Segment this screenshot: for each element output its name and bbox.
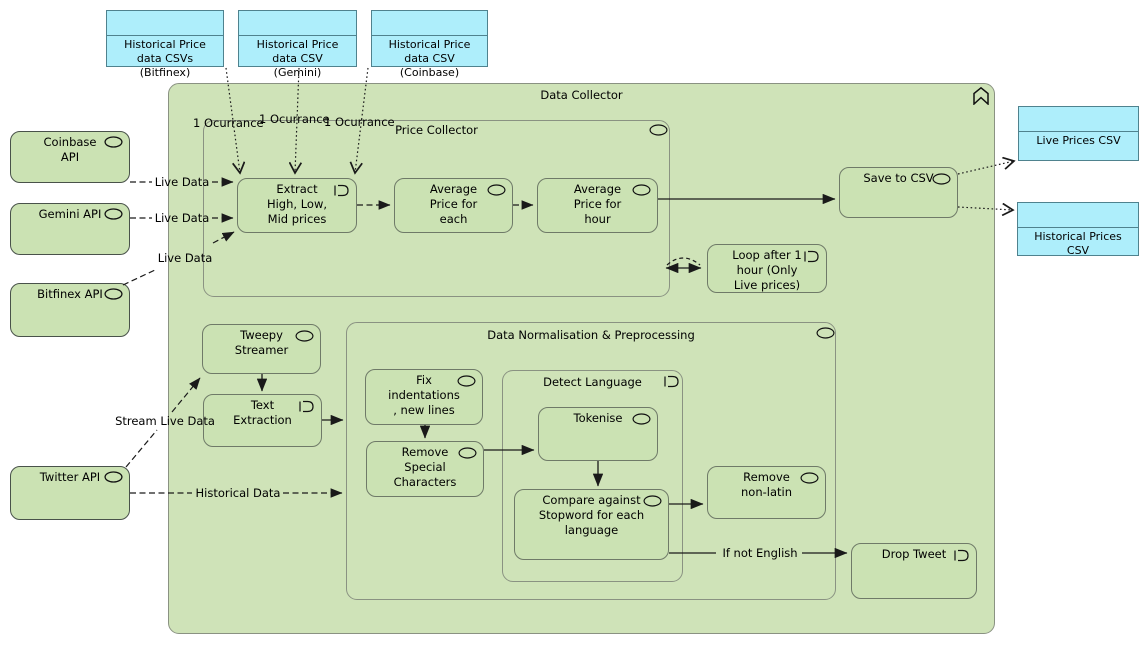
interaction-icon xyxy=(954,549,969,562)
service-icon xyxy=(800,472,819,484)
service-icon xyxy=(487,184,506,196)
artifact-bitfinex-csv[interactable]: Historical Price data CSVs (Bitfinex) xyxy=(106,10,224,79)
node-label: Gemini API xyxy=(38,207,102,221)
interaction-icon xyxy=(664,375,679,388)
node-label: Text Extraction xyxy=(233,398,292,427)
node-label: Tweepy Streamer xyxy=(234,328,289,357)
interaction-icon xyxy=(299,400,314,413)
node-label: Drop Tweet xyxy=(881,547,947,561)
artifact-band xyxy=(1019,121,1138,132)
artifact-band xyxy=(239,25,356,36)
node-bitfinex-api[interactable]: Bitfinex API xyxy=(10,283,130,337)
artifact-band xyxy=(107,25,223,36)
service-icon xyxy=(632,184,651,196)
node-label: Tokenise xyxy=(573,411,623,425)
artifact-historical-prices-csv[interactable]: Historical Prices CSV xyxy=(1017,202,1139,257)
edge-label-historical-data: Historical Data xyxy=(195,486,281,500)
artifact-label: Historical Price data CSV (Coinbase) xyxy=(388,38,471,79)
node-label: Compare against Stopword for each langua… xyxy=(538,493,645,537)
node-label: Average Price for each xyxy=(429,182,478,226)
node-label: Average Price for hour xyxy=(573,182,622,226)
edge-label-occurrence-1: 1 Ocurrance xyxy=(193,116,264,130)
node-label: Bitfinex API xyxy=(37,287,103,301)
node-label: Loop after 1 hour (Only Live prices) xyxy=(732,248,802,292)
interaction-icon xyxy=(334,184,349,197)
edge-label-occurrence-3: 1 Ocurrance xyxy=(324,115,395,129)
node-remove-non-latin[interactable]: Remove non-latin xyxy=(707,466,826,519)
node-drop-tweet[interactable]: Drop Tweet xyxy=(851,543,977,599)
artifact-label: Historical Price data CSVs (Bitfinex) xyxy=(124,38,206,79)
service-icon xyxy=(643,495,662,507)
node-fix-indentations[interactable]: Fix indentations , new lines xyxy=(365,369,483,425)
artifact-label: Historical Prices CSV xyxy=(1034,230,1122,257)
edge-label-occurrence-2: 1 Ocurrance xyxy=(259,112,330,126)
service-icon xyxy=(458,447,477,459)
artifact-gemini-csv[interactable]: Historical Price data CSV (Gemini) xyxy=(238,10,357,79)
service-icon xyxy=(932,173,951,185)
node-coinbase-api[interactable]: Coinbase API xyxy=(10,131,130,183)
service-icon xyxy=(104,288,123,300)
node-gemini-api[interactable]: Gemini API xyxy=(10,203,130,255)
node-tweepy-streamer[interactable]: Tweepy Streamer xyxy=(202,324,321,374)
edge-label-if-not-english: If not English xyxy=(722,546,798,560)
node-label: Remove non-latin xyxy=(741,470,792,499)
edge-label-live-data-bitfinex: Live Data xyxy=(157,251,213,265)
artifact-band xyxy=(372,25,487,36)
artifact-live-prices-csv[interactable]: Live Prices CSV xyxy=(1018,106,1139,161)
node-average-price-each[interactable]: Average Price for each xyxy=(394,178,513,233)
node-label: Remove Special Characters xyxy=(393,445,457,489)
node-label: Twitter API xyxy=(39,470,101,484)
node-text-extraction[interactable]: Text Extraction xyxy=(203,394,322,447)
service-icon xyxy=(295,330,314,342)
node-compare-stopword[interactable]: Compare against Stopword for each langua… xyxy=(514,489,669,560)
node-remove-special-characters[interactable]: Remove Special Characters xyxy=(366,441,484,497)
node-save-to-csv[interactable]: Save to CSV xyxy=(839,167,958,218)
service-icon xyxy=(104,208,123,220)
service-icon xyxy=(457,375,476,387)
service-icon xyxy=(104,471,123,483)
edge-label-live-data-gemini: Live Data xyxy=(154,211,210,225)
edge-label-stream-live-data: Stream Live Data xyxy=(115,414,215,428)
node-average-price-hour[interactable]: Average Price for hour xyxy=(537,178,658,233)
interaction-icon xyxy=(804,250,819,263)
artifact-label: Historical Price data CSV (Gemini) xyxy=(256,38,339,79)
node-loop-after-hour[interactable]: Loop after 1 hour (Only Live prices) xyxy=(707,244,827,293)
node-tokenise[interactable]: Tokenise xyxy=(538,407,658,461)
service-icon xyxy=(104,136,123,148)
service-icon xyxy=(816,327,835,339)
node-label: Extract High, Low, Mid prices xyxy=(266,182,328,226)
service-icon xyxy=(632,413,651,425)
node-label: Fix indentations , new lines xyxy=(388,373,460,417)
node-label: Coinbase API xyxy=(43,135,97,164)
node-label: Save to CSV xyxy=(863,171,934,185)
node-extract-prices[interactable]: Extract High, Low, Mid prices xyxy=(237,178,357,233)
artifact-label: Live Prices CSV xyxy=(1036,134,1121,147)
artifact-band xyxy=(1018,217,1138,228)
plateau-icon xyxy=(973,86,989,105)
node-twitter-api[interactable]: Twitter API xyxy=(10,466,130,520)
edge-label-live-data-coinbase: Live Data xyxy=(154,175,210,189)
service-icon xyxy=(649,124,668,136)
artifact-coinbase-csv[interactable]: Historical Price data CSV (Coinbase) xyxy=(371,10,488,79)
